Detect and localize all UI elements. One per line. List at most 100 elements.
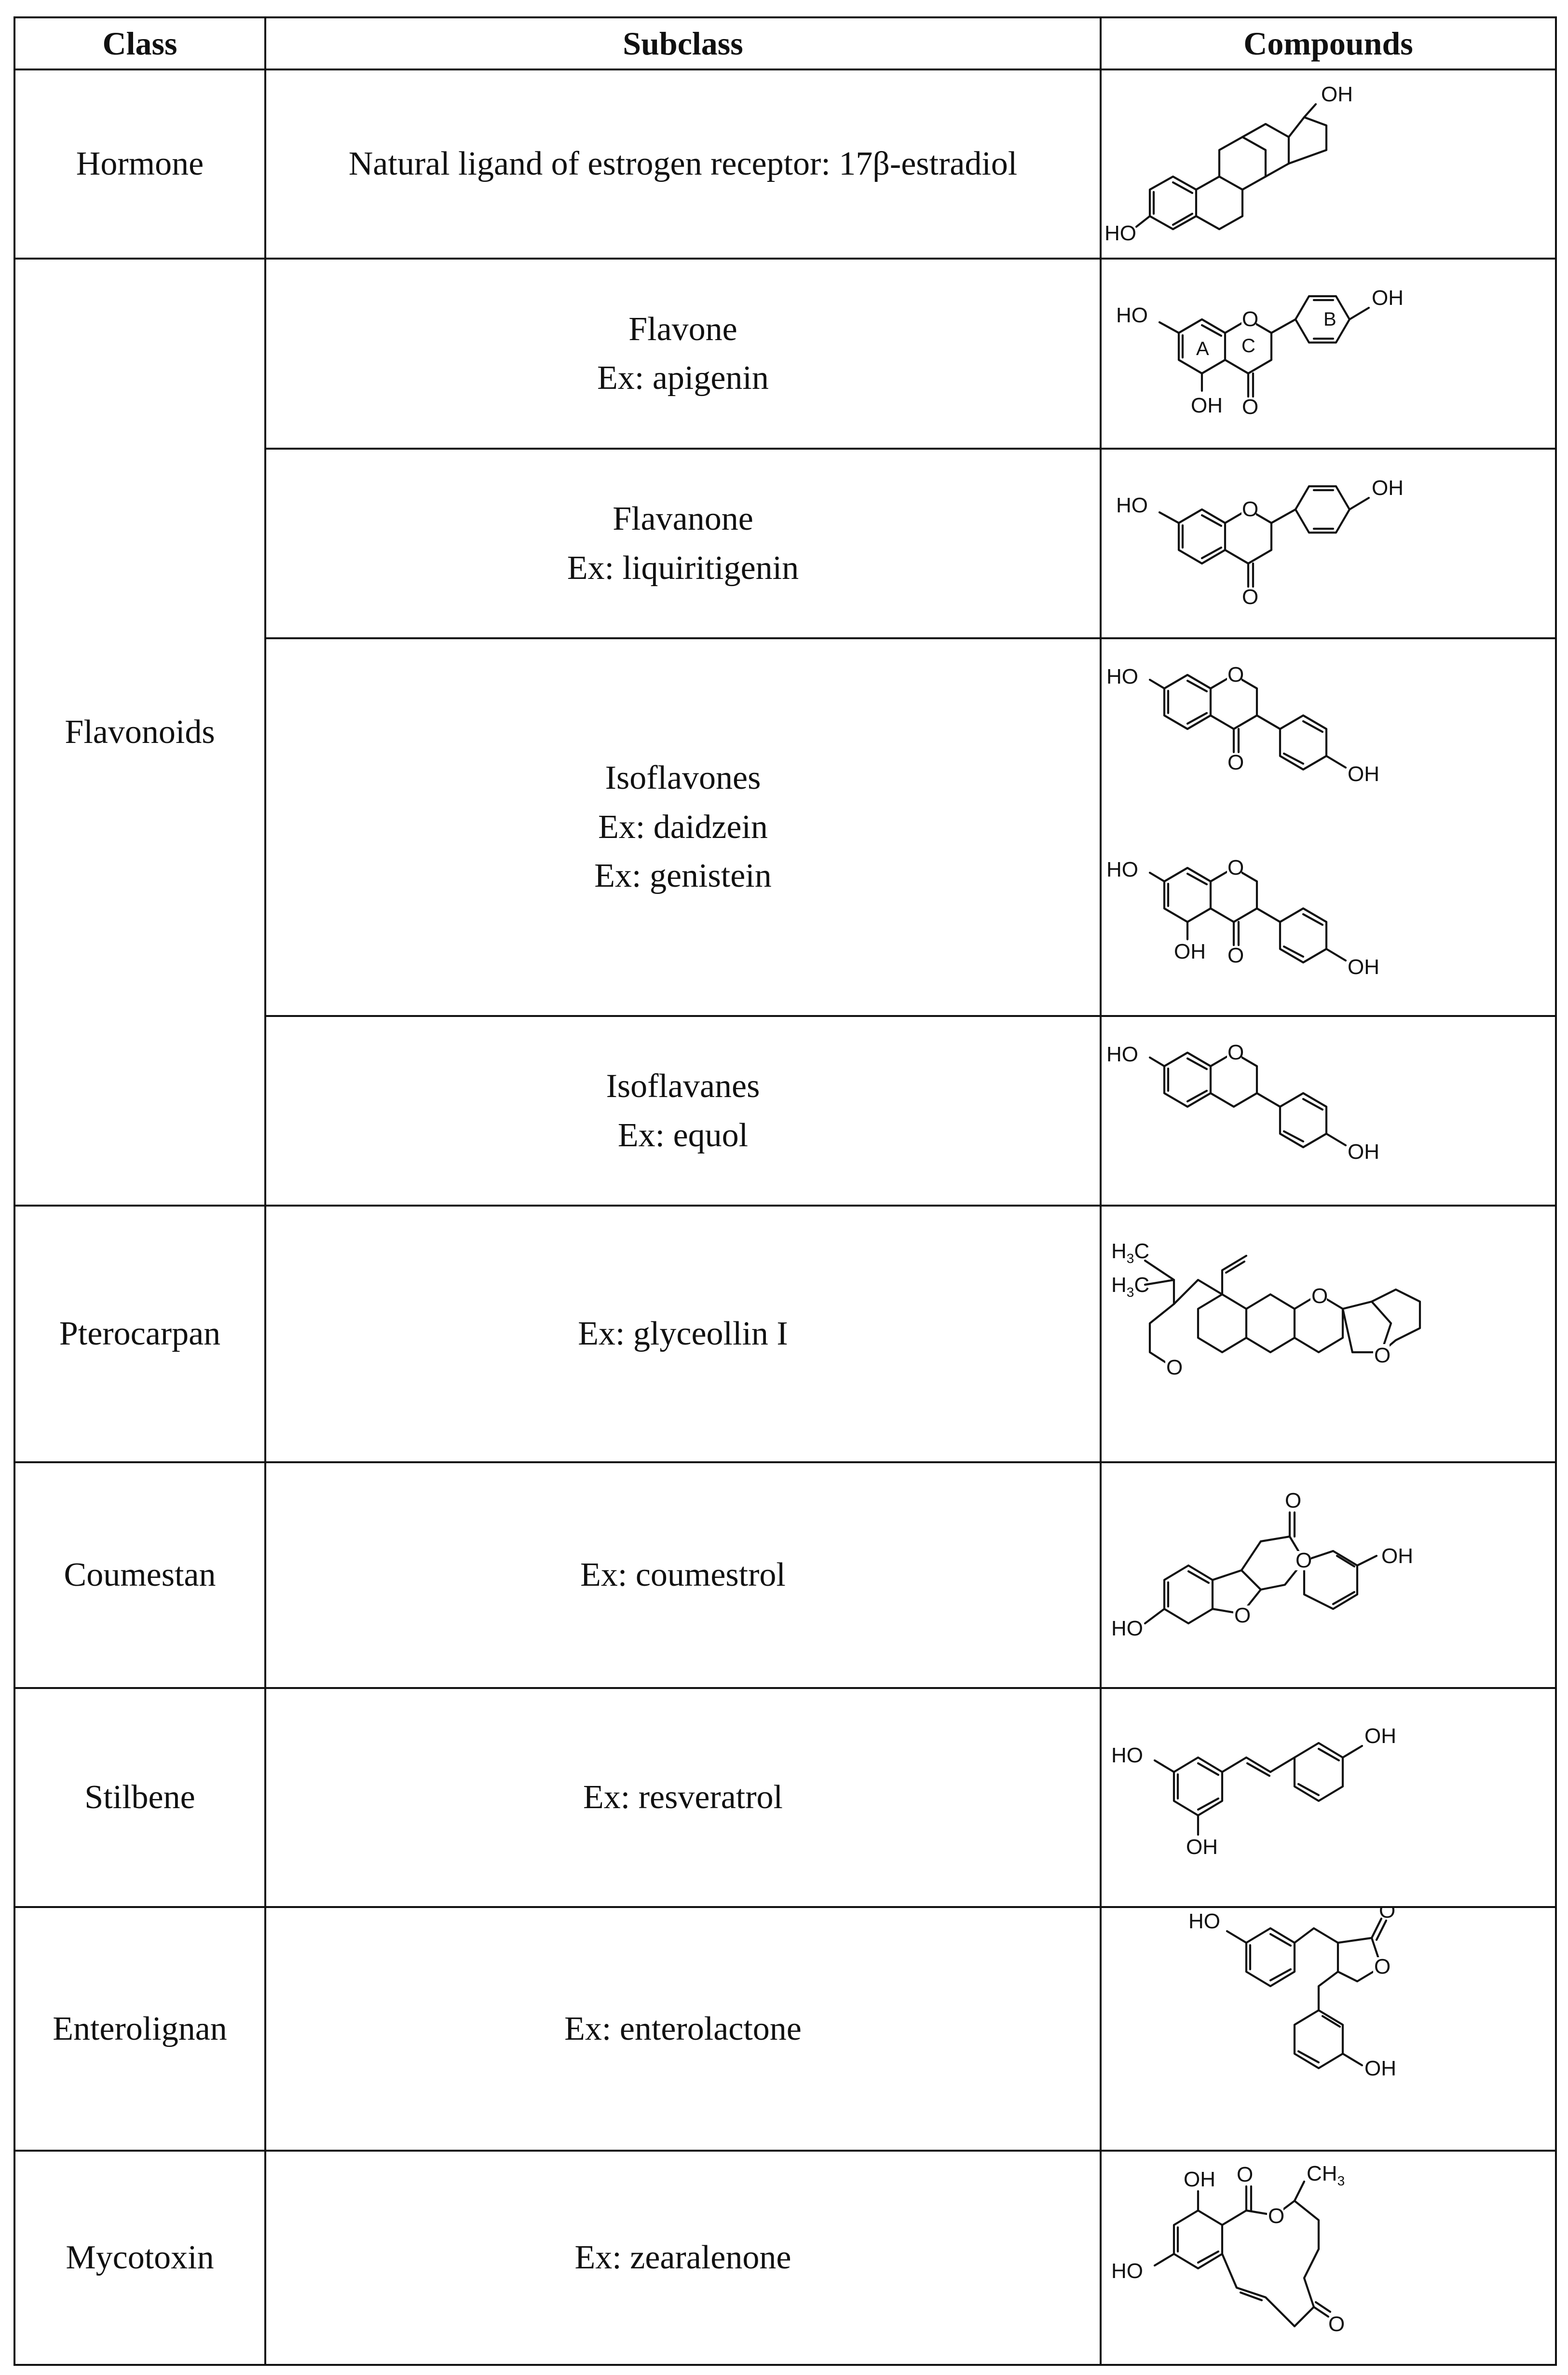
- class-cell-mycotoxin: Mycotoxin: [14, 2150, 266, 2366]
- subclass-cell-coumestan: Ex: coumestrol: [264, 1461, 1102, 1689]
- subclass-cell-stilbene: Ex: resveratrol: [264, 1687, 1102, 1908]
- header-compounds: Compounds: [1100, 16, 1557, 70]
- label-ho: HO: [1116, 303, 1148, 327]
- table-row-flavone: Flavonoids Flavone Ex: apigenin HO: [14, 258, 1557, 1207]
- label-ho: HO: [1106, 665, 1138, 688]
- label-o-keto: O: [1379, 1908, 1395, 1922]
- structure-resveratrol: HO OH OH: [1111, 1724, 1396, 1859]
- structure-enterolactone: HO OH O O: [1188, 1908, 1396, 2080]
- label-o-ester: O: [1268, 2204, 1284, 2228]
- label-o-ring: O: [1227, 1041, 1244, 1064]
- label-o-keto: O: [1227, 751, 1244, 774]
- label-ring-c: C: [1241, 335, 1255, 357]
- table-row-enterolignan: Enterolignan Ex: enterolactone HO OH O: [14, 1906, 1557, 2152]
- structure-zearalenone: OH HO O O O CH3: [1111, 2162, 1345, 2336]
- label-oh: OH: [1348, 955, 1379, 979]
- label-oh-bottom: OH: [1191, 394, 1223, 417]
- label-h3c-bottom: H3C: [1111, 1273, 1149, 1300]
- structure-coumestrol: HO OH O O O: [1111, 1489, 1413, 1640]
- class-cell-hormone: Hormone: [14, 69, 266, 260]
- table-row-mycotoxin: Mycotoxin Ex: zearalenone OH HO: [14, 2150, 1557, 2366]
- label-oh: OH: [1348, 762, 1379, 786]
- subclass-cell-isoflavones: Isoflavones Ex: daidzein Ex: genistein: [264, 637, 1102, 1017]
- label-o-keto: O: [1328, 2312, 1345, 2336]
- subclass-cell-mycotoxin: Ex: zearalenone: [264, 2150, 1102, 2366]
- label-ho: HO: [1111, 2259, 1143, 2283]
- example-compound: Ex: liquiritigenin: [567, 549, 799, 587]
- table-row-isoflavones: Isoflavones Ex: daidzein Ex: genistein: [14, 637, 1557, 1017]
- structure-isoflavones: HO OH O O: [1106, 663, 1379, 979]
- example-compound-2: Ex: genistein: [594, 857, 772, 895]
- subclass-name: Flavanone: [613, 500, 753, 537]
- subclass-cell-enterolignan: Ex: enterolactone: [264, 1906, 1102, 2152]
- label-o-ring: O: [1242, 497, 1258, 521]
- compound-cell-hormone: OH HO: [1100, 69, 1557, 260]
- subclass-cell-pterocarpan: Ex: glyceollin I: [264, 1205, 1102, 1463]
- label-o-ring: O: [1374, 1955, 1391, 1978]
- label-ho: HO: [1104, 221, 1136, 245]
- label-o-keto: O: [1242, 585, 1258, 609]
- label-o-keto-ester: O: [1237, 2163, 1253, 2186]
- structure-glyceollin-i: H3C H3C O O O: [1111, 1239, 1421, 1379]
- class-cell-flavonoids: Flavonoids: [14, 258, 266, 1207]
- compounds-table: Class Subclass Compounds Hormone Natural…: [14, 16, 1557, 2366]
- label-o-chroman: O: [1311, 1284, 1328, 1308]
- subclass-name: Flavone: [628, 310, 737, 348]
- subclass-cell-flavanone: Flavanone Ex: liquiritigenin: [264, 448, 1102, 639]
- label-oh: OH: [1321, 82, 1353, 106]
- example-compound: Ex: equol: [617, 1116, 749, 1154]
- label-oh-bottom: OH: [1186, 1835, 1218, 1859]
- table-row-flavanone: Flavanone Ex: liquiritigenin HO OH: [14, 448, 1557, 639]
- label-ring-a: A: [1196, 338, 1209, 359]
- example-compound-1: Ex: daidzein: [598, 808, 768, 846]
- compound-cell-pterocarpan: H3C H3C O O O: [1100, 1205, 1557, 1463]
- label-o-pyran: O: [1166, 1356, 1183, 1379]
- label-ho: HO: [1116, 494, 1148, 517]
- table-row-stilbene: Stilbene Ex: resveratrol HO OH OH: [14, 1687, 1557, 1908]
- label-o-keto: O: [1285, 1489, 1301, 1512]
- label-oh: OH: [1348, 1140, 1379, 1164]
- label-o-lactone: O: [1295, 1549, 1312, 1572]
- table-row-coumestan: Coumestan Ex: coumestrol HO OH O: [14, 1461, 1557, 1689]
- compound-cell-enterolignan: HO OH O O: [1100, 1906, 1557, 2152]
- class-cell-stilbene: Stilbene: [14, 1687, 266, 1908]
- label-ho: HO: [1111, 1743, 1143, 1767]
- header-class: Class: [14, 16, 266, 70]
- compound-cell-stilbene: HO OH OH: [1100, 1687, 1557, 1908]
- structure-genistein: HO OH OH O O: [1106, 856, 1379, 979]
- compound-cell-mycotoxin: OH HO O O O CH3: [1100, 2150, 1557, 2366]
- label-h3c-top: H3C: [1111, 1239, 1149, 1266]
- header-subclass: Subclass: [264, 16, 1102, 70]
- table-row-pterocarpan: Pterocarpan Ex: glyceollin I: [14, 1205, 1557, 1463]
- compound-cell-flavone: HO OH OH O O A B C: [1100, 258, 1557, 450]
- structure-liquiritigenin: HO OH O O: [1116, 476, 1404, 609]
- subclass-name: Isoflavanes: [606, 1068, 760, 1105]
- label-ring-b: B: [1323, 309, 1336, 330]
- subclass-name: Isoflavones: [605, 759, 761, 797]
- label-ho: HO: [1188, 1909, 1220, 1933]
- label-o-ring: O: [1227, 663, 1244, 686]
- label-oh-5: OH: [1174, 940, 1206, 963]
- compound-cell-coumestan: HO OH O O O: [1100, 1461, 1557, 1689]
- table-row-hormone: Hormone Natural ligand of estrogen recep…: [14, 69, 1557, 260]
- example-compound: Ex: apigenin: [597, 359, 769, 397]
- compound-cell-isoflavones: HO OH O O: [1100, 637, 1557, 1017]
- label-oh-top: OH: [1372, 286, 1404, 310]
- label-oh-top: OH: [1364, 1724, 1396, 1748]
- label-ho: HO: [1106, 1043, 1138, 1066]
- class-cell-coumestan: Coumestan: [14, 1461, 266, 1689]
- subclass-cell-hormone: Natural ligand of estrogen receptor: 17β…: [264, 69, 1102, 260]
- label-o-keto: O: [1227, 944, 1244, 967]
- class-cell-enterolignan: Enterolignan: [14, 1906, 266, 2152]
- label-ho: HO: [1111, 1617, 1143, 1640]
- label-o-furan: O: [1234, 1604, 1251, 1627]
- label-ch3: CH3: [1307, 2162, 1345, 2188]
- label-oh-top: OH: [1184, 2168, 1215, 2191]
- label-oh: OH: [1364, 2057, 1396, 2080]
- structure-estradiol: OH HO: [1104, 82, 1353, 245]
- label-o-ring: O: [1242, 307, 1258, 331]
- compound-cell-isoflavanes: HO OH O: [1100, 1015, 1557, 1207]
- subclass-cell-flavone: Flavone Ex: apigenin: [264, 258, 1102, 450]
- label-oh: OH: [1372, 476, 1404, 500]
